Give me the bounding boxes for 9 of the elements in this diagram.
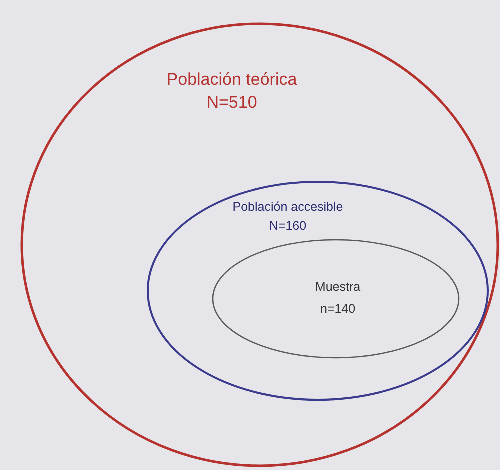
region-label: N=160	[269, 218, 307, 235]
region-label: Muestra	[315, 279, 361, 296]
region-label: Población teórica	[166, 69, 298, 91]
ellipse-region	[22, 24, 498, 466]
ellipse-region	[148, 182, 488, 400]
region-label: n=140	[320, 301, 356, 318]
region-label: Población accesible	[232, 199, 344, 216]
region-label: N=510	[206, 92, 258, 114]
ellipse-region	[213, 240, 459, 358]
